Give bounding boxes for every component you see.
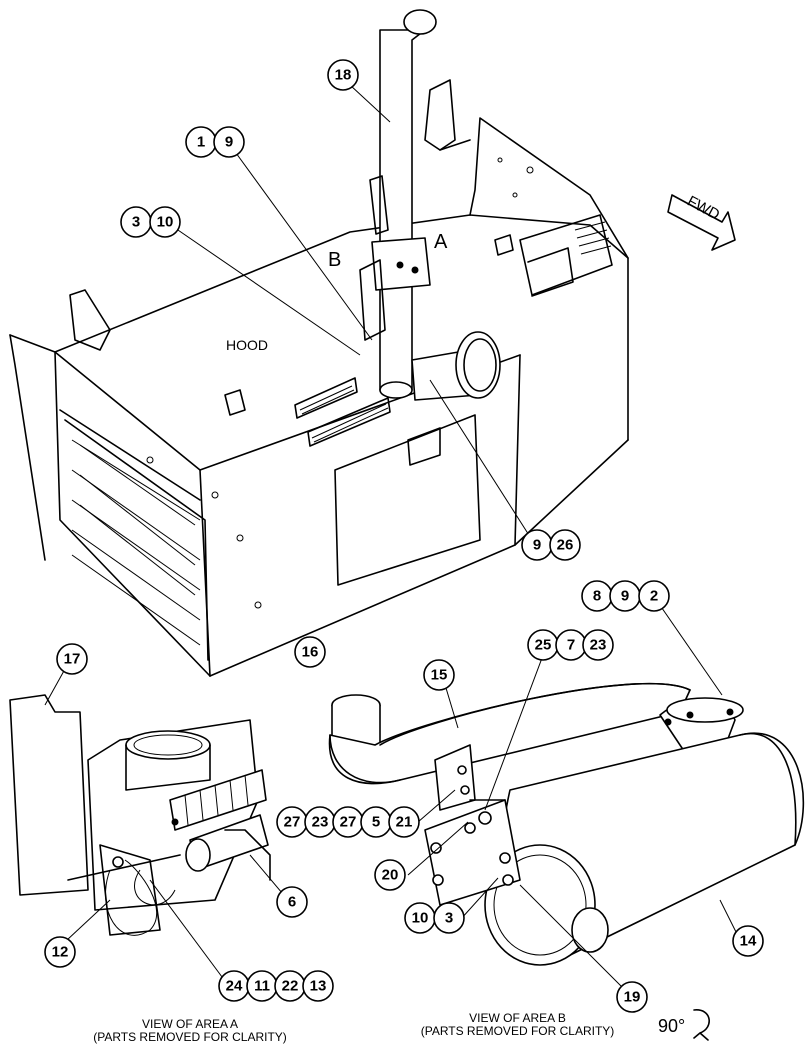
callout-10-b: 10 xyxy=(404,902,436,934)
callout-7: 7 xyxy=(555,629,587,661)
svg-text:7: 7 xyxy=(567,637,575,654)
svg-text:10: 10 xyxy=(157,214,174,231)
callout-3-b: 3 xyxy=(433,902,465,934)
svg-text:23: 23 xyxy=(312,814,329,831)
callout-27: 27 xyxy=(276,806,308,838)
callout-3: 3 xyxy=(120,206,152,238)
callout-9: 9 xyxy=(213,126,245,158)
callout-15: 15 xyxy=(423,659,455,691)
area-b-title: VIEW OF AREA B xyxy=(469,1011,566,1025)
callout-1: 1 xyxy=(185,126,217,158)
callout-8: 8 xyxy=(581,580,613,612)
callout-26: 26 xyxy=(549,529,581,561)
svg-text:9: 9 xyxy=(533,537,541,554)
exhaust-stack xyxy=(359,9,501,401)
callout-18: 18 xyxy=(327,59,359,91)
area-a-marker: A xyxy=(434,231,448,253)
callout-16: 16 xyxy=(294,636,326,668)
callout-2: 2 xyxy=(638,580,670,612)
callout-23-b: 23 xyxy=(304,806,336,838)
rotation-indicator: 90° xyxy=(658,1009,710,1041)
svg-text:1: 1 xyxy=(197,134,205,151)
svg-text:10: 10 xyxy=(412,910,429,927)
callout-22: 22 xyxy=(274,970,306,1002)
callout-12: 12 xyxy=(44,936,76,968)
svg-text:24: 24 xyxy=(226,978,243,995)
svg-text:2: 2 xyxy=(650,588,658,605)
svg-text:15: 15 xyxy=(431,667,448,684)
callout-19: 19 xyxy=(616,981,648,1013)
svg-text:21: 21 xyxy=(396,814,413,831)
svg-text:25: 25 xyxy=(535,637,552,654)
forward-arrow: FWD xyxy=(667,193,736,251)
callout-9-c: 9 xyxy=(609,580,641,612)
callout-10: 10 xyxy=(149,206,181,238)
svg-text:3: 3 xyxy=(132,214,140,231)
svg-text:18: 18 xyxy=(335,67,352,84)
svg-text:14: 14 xyxy=(740,933,757,950)
svg-text:20: 20 xyxy=(382,867,399,884)
svg-text:5: 5 xyxy=(372,814,380,831)
area-a-title: VIEW OF AREA A xyxy=(141,1017,239,1031)
svg-text:23: 23 xyxy=(590,637,607,654)
svg-text:17: 17 xyxy=(64,651,81,668)
callout-17: 17 xyxy=(56,643,88,675)
callout-13: 13 xyxy=(302,970,334,1002)
area-b-note: (PARTS REMOVED FOR CLARITY) xyxy=(420,1024,615,1038)
callout-27-b: 27 xyxy=(332,806,364,838)
svg-text:6: 6 xyxy=(288,894,296,911)
area-a-detail xyxy=(9,694,271,936)
callout-23: 23 xyxy=(582,629,614,661)
callout-24: 24 xyxy=(218,970,250,1002)
area-b-caption: VIEW OF AREA B (PARTS REMOVED FOR CLARIT… xyxy=(400,1012,635,1038)
callout-6: 6 xyxy=(276,886,308,918)
svg-text:9: 9 xyxy=(621,588,629,605)
svg-text:19: 19 xyxy=(624,989,641,1006)
svg-text:11: 11 xyxy=(254,978,270,995)
vent-mesh xyxy=(299,385,389,443)
hood-label: HOOD xyxy=(226,337,268,353)
svg-text:9: 9 xyxy=(225,134,233,151)
callout-5: 5 xyxy=(360,806,392,838)
area-b-detail xyxy=(328,682,805,966)
svg-text:27: 27 xyxy=(284,814,301,831)
svg-text:27: 27 xyxy=(340,814,357,831)
area-a-caption: VIEW OF AREA A (PARTS REMOVED FOR CLARIT… xyxy=(55,1018,325,1044)
area-a-note: (PARTS REMOVED FOR CLARITY) xyxy=(93,1030,287,1044)
callout-25: 25 xyxy=(527,629,559,661)
svg-text:16: 16 xyxy=(302,644,319,661)
svg-text:13: 13 xyxy=(310,978,327,995)
svg-text:26: 26 xyxy=(557,537,574,554)
engine-enclosure xyxy=(9,79,629,677)
svg-text:22: 22 xyxy=(282,978,299,995)
callout-20: 20 xyxy=(374,859,406,891)
callout-9-b: 9 xyxy=(521,529,553,561)
area-b-marker: B xyxy=(328,249,341,271)
rotation-label: 90° xyxy=(658,1016,685,1036)
svg-text:8: 8 xyxy=(593,588,601,605)
svg-text:3: 3 xyxy=(445,910,453,927)
callout-14: 14 xyxy=(732,925,764,957)
callout-21: 21 xyxy=(388,806,420,838)
svg-text:12: 12 xyxy=(52,944,69,961)
callout-11: 11 xyxy=(246,970,278,1002)
fwd-label: FWD xyxy=(684,193,722,224)
